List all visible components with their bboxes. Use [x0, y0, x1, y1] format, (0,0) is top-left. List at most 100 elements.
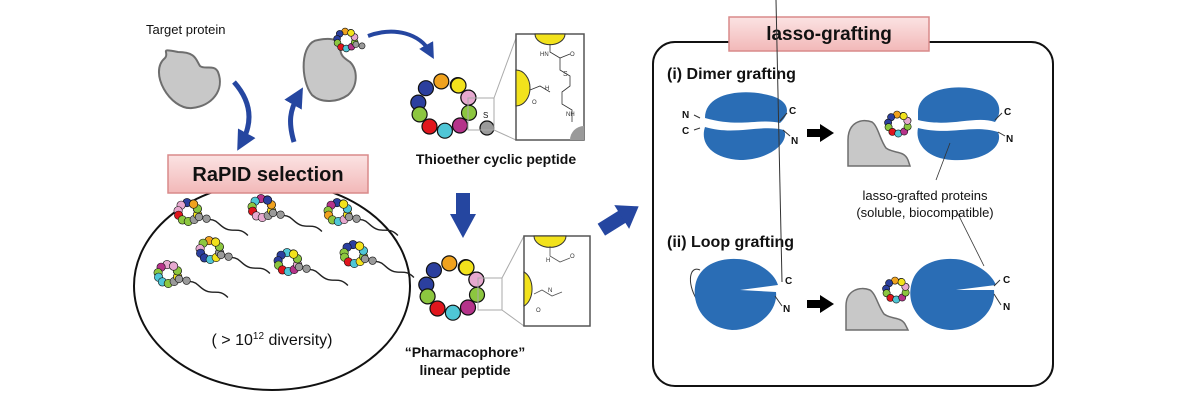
library-peptide [339, 240, 415, 279]
peptide-bead [444, 304, 461, 321]
zoom-line [501, 309, 525, 327]
linker-bead [344, 212, 354, 222]
linker-bead [202, 214, 211, 223]
linker-bead [358, 42, 366, 50]
arrow-to-thioether [367, 29, 434, 59]
thioether-structure-inset: HN O S H O NH [515, 33, 585, 141]
arrow-to-linear [450, 193, 476, 238]
linear-zoom-source [477, 277, 503, 311]
mrna-tail [309, 268, 349, 287]
peptide-bead [347, 29, 355, 37]
linker-bead [224, 252, 233, 261]
c-terminus-label: C [682, 126, 689, 137]
n-terminus-label: N [682, 110, 689, 121]
peptide-bead [433, 73, 450, 90]
peptide-bead [289, 249, 299, 259]
lasso-grafting-title-box [728, 16, 930, 52]
c-terminus-label: C [1003, 275, 1010, 286]
loop-scaffold: C N [689, 0, 792, 330]
chem-o: O [536, 308, 541, 314]
arrow-black-loop [807, 295, 834, 313]
lasso-proteins-label-line2: (soluble, biocompatible) [856, 205, 993, 220]
n-terminus-label: N [791, 136, 798, 147]
mrna-tail [231, 256, 271, 275]
thioether-zoom-source [467, 97, 495, 131]
pharmacophore-linear-peptide [418, 255, 486, 321]
n-terminus-label: N [783, 304, 790, 315]
arrow-to-lasso-grafting [597, 205, 639, 236]
peptide-bead [460, 104, 478, 121]
callout-line [955, 209, 985, 267]
mrna-tail [375, 260, 415, 279]
n-terminus-label: N [1006, 134, 1013, 145]
peptide-bead [459, 299, 477, 316]
peptide-bead [425, 262, 442, 279]
zoom-line [501, 235, 525, 279]
library-peptide [195, 236, 271, 275]
peptide-bead [419, 288, 436, 305]
loop-grafted-complex: C N [845, 258, 1010, 331]
chem-o: O [570, 254, 575, 260]
target-protein-shape [158, 49, 221, 110]
dimer-scaffold: N C C N [682, 92, 798, 160]
peptide-bead [355, 241, 365, 251]
peptide-bead [421, 118, 438, 135]
lasso-proteins-label-line1: lasso-grafted proteins [862, 188, 988, 203]
library-peptide [153, 260, 229, 299]
c-terminus-label: C [789, 106, 796, 117]
peptide-bead [189, 199, 199, 209]
protein-peptide-complex [302, 27, 366, 102]
chem-hn: HN [540, 52, 549, 58]
linker-bead [216, 250, 226, 260]
linker-bead [194, 212, 204, 222]
zoom-line [493, 37, 517, 99]
peptide-bead [441, 255, 458, 272]
target-protein-label: Target protein [146, 22, 226, 37]
peptide-bead [429, 300, 446, 317]
chem-o: O [570, 52, 575, 58]
c-terminus-label: C [1004, 107, 1011, 118]
pharmacophore-label-line1: “Pharmacophore” [405, 344, 526, 360]
peptide-bead [458, 259, 475, 276]
dimer-grafting-title: (i) Dimer grafting [667, 66, 796, 83]
peptide-bead [263, 195, 273, 205]
arrow-up-from-selection [284, 87, 303, 143]
zoom-line [493, 129, 517, 141]
library-peptide [323, 198, 399, 237]
linker-bead [302, 264, 311, 273]
rapid-selection-label: RaPID selection [192, 164, 343, 186]
rapid-selection-box [167, 154, 369, 194]
linker-bead [352, 41, 360, 48]
thioether-label: Thioether cyclic peptide [416, 151, 576, 167]
linker-bead [360, 254, 370, 264]
mrna-tail [359, 218, 399, 237]
lasso-grafting-title: lasso-grafting [766, 24, 892, 45]
diversity-label: ( > 1012 diversity) [212, 331, 333, 349]
thioether-cyclic-peptide [410, 73, 495, 139]
linker-bead [182, 276, 191, 285]
linker-bead [294, 262, 304, 272]
linker-bead [479, 120, 495, 136]
pharmacophore-label-line2: linear peptide [419, 362, 510, 378]
sulfur-label: S [483, 111, 488, 120]
peptide-bead [899, 112, 908, 120]
chem-h: H [545, 86, 549, 92]
peptide-bead [468, 271, 485, 288]
chem-h: H [546, 258, 550, 264]
loop-grafting-title: (ii) Loop grafting [667, 234, 794, 251]
linker-bead [276, 210, 285, 219]
arrow-down-to-selection [232, 80, 256, 151]
peptide-bead [339, 199, 349, 209]
linker-bead [368, 256, 377, 265]
mrna-tail [189, 280, 229, 299]
chem-s: S [563, 71, 568, 78]
peptide-bead [436, 122, 453, 139]
chem-n: N [548, 288, 552, 294]
peptide-bead [169, 261, 179, 271]
peptide-bead [417, 80, 434, 97]
peptide-bead [450, 77, 467, 94]
mrna-tail [209, 218, 249, 237]
mrna-tail [283, 214, 323, 233]
linker-bead [268, 208, 278, 218]
